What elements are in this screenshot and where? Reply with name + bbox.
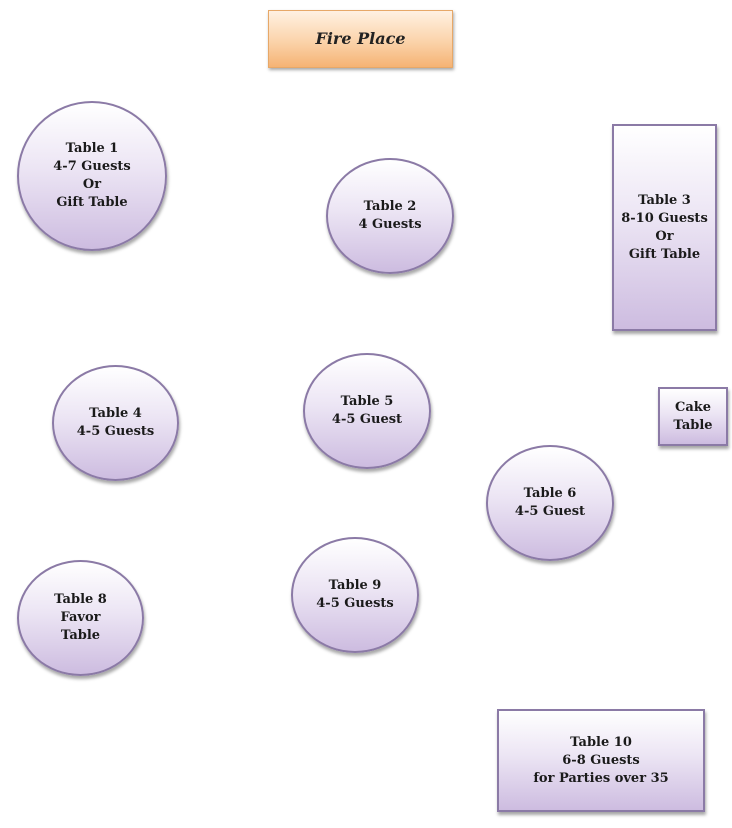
table-6-label: Table 6 4-5 Guest — [514, 486, 586, 519]
cake-table: Cake Table — [658, 387, 728, 446]
table-5: Table 5 4-5 Guest — [303, 353, 431, 469]
table-1: Table 1 4-7 Guests Or Gift Table — [17, 101, 167, 251]
table-2-label: Table 2 4 Guests — [358, 199, 422, 232]
table-8-label: Table 8 Favor Table — [54, 592, 107, 643]
table-9-label: Table 9 4-5 Guests — [316, 578, 394, 611]
table-9: Table 9 4-5 Guests — [291, 537, 419, 653]
table-1-label: Table 1 4-7 Guests Or Gift Table — [53, 141, 131, 210]
table-4: Table 4 4-5 Guests — [52, 365, 179, 481]
cake-table-label: Cake Table — [673, 399, 713, 433]
table-6: Table 6 4-5 Guest — [486, 445, 614, 561]
fireplace: Fire Place — [268, 10, 453, 68]
table-2: Table 2 4 Guests — [326, 158, 454, 274]
table-5-label: Table 5 4-5 Guest — [331, 394, 403, 427]
table-3-label: Table 3 8-10 Guests Or Gift Table — [621, 192, 708, 262]
table-4-label: Table 4 4-5 Guests — [76, 406, 155, 439]
table-8: Table 8 Favor Table — [17, 560, 144, 676]
table-10: Table 10 6-8 Guests for Parties over 35 — [497, 709, 705, 812]
fireplace-label: Fire Place — [315, 29, 406, 48]
table-10-label: Table 10 6-8 Guests for Parties over 35 — [533, 734, 669, 786]
table-3: Table 3 8-10 Guests Or Gift Table — [612, 124, 717, 331]
